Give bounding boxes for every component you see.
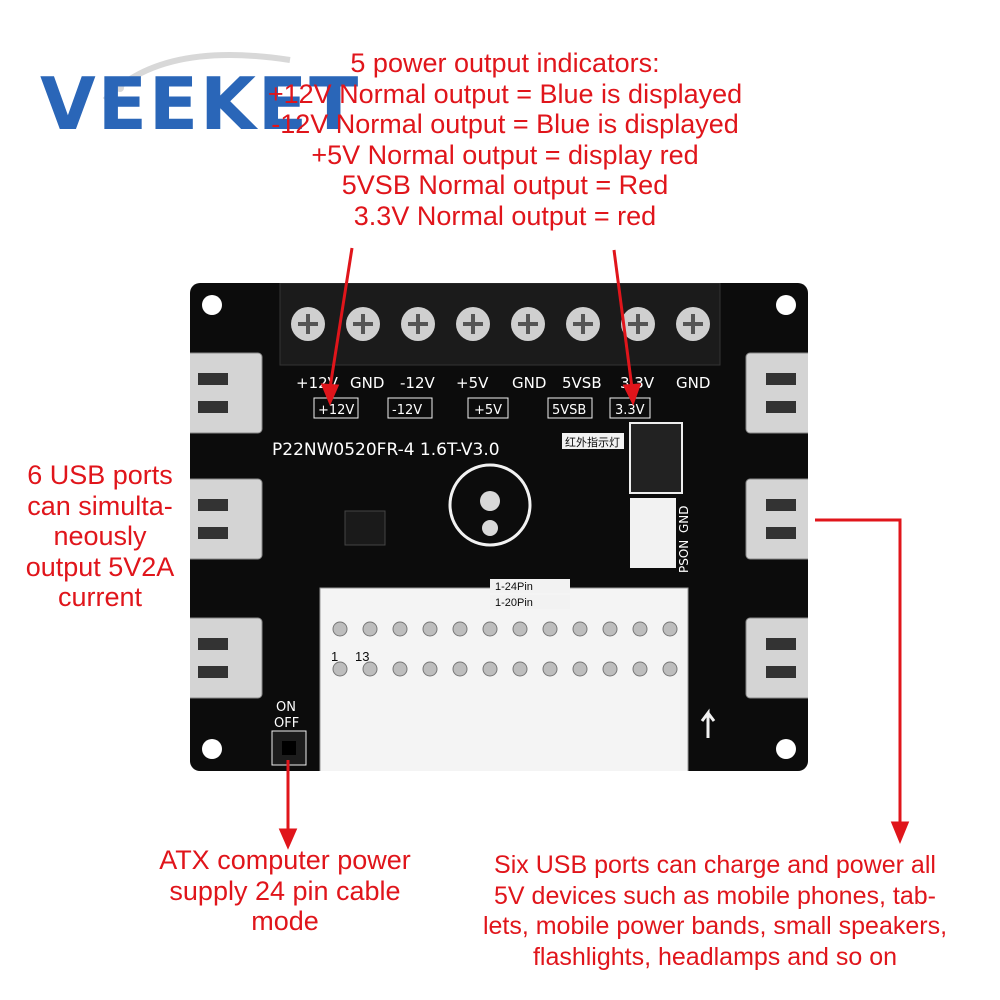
terminal-labels: +12V GND -12V +5V GND 5VSB 3.3V GND: [296, 374, 710, 392]
caption-line: +5V Normal output = display red: [311, 139, 699, 170]
caption-line: supply 24 pin cable: [169, 875, 401, 906]
led-label: +5V: [474, 403, 502, 418]
usb-charge-caption: Six USB ports can charge and power all 5…: [460, 850, 970, 972]
pcb-board: +12V GND -12V +5V GND 5VSB 3.3V GND +12V…: [190, 283, 808, 771]
led-label: -12V: [392, 403, 422, 418]
caption-line: 5V devices such as mobile phones, tab-: [494, 881, 936, 910]
caption-line: flashlights, headlamps and so on: [532, 942, 898, 971]
arrow-12v: [328, 247, 354, 389]
caption-line: neously: [53, 521, 147, 551]
caption-line: 5 power output indicators:: [350, 48, 660, 78]
switch-off-label: OFF: [274, 716, 299, 731]
caption-line: can simulta-: [27, 490, 173, 521]
led-label: 3.3V: [615, 403, 645, 418]
gnd-side-label: GND: [677, 505, 691, 533]
brand-logo: VEEKET: [40, 62, 361, 146]
capacitor: [448, 463, 532, 547]
pin1-label: 1: [331, 649, 338, 664]
led-label: 5VSB: [552, 403, 586, 418]
caption-line: +12V Normal output = Blue is displayed: [267, 78, 743, 109]
mount-hole: [776, 295, 796, 315]
terminal-label: GND: [350, 374, 384, 392]
caption-line: Six USB ports can charge and power all: [494, 851, 936, 879]
caption-line: 5VSB Normal output = Red: [341, 170, 669, 200]
mount-hole: [202, 739, 222, 759]
arrow-usb: [815, 518, 902, 825]
pin13-label: 13: [355, 649, 369, 664]
caption-line: 6 USB ports: [27, 460, 173, 490]
arrow-3v3: [612, 249, 634, 389]
caption-line: current: [57, 582, 143, 612]
mount-hole: [776, 739, 796, 759]
caption-line: mode: [251, 906, 319, 936]
caption-line: lets, mobile power bands, small speakers…: [482, 912, 948, 940]
mount-hole: [202, 295, 222, 315]
terminal-label: -12V: [400, 374, 435, 392]
terminal-label: 5VSB: [562, 374, 602, 392]
power-switch: ON OFF: [271, 700, 307, 766]
caption-line: 3.3V Normal output = red: [353, 200, 657, 231]
ic-chip: [344, 510, 386, 546]
pson-jumper: [630, 498, 676, 568]
up-arrow-icon: [700, 708, 716, 738]
ir-receiver: [629, 422, 683, 494]
terminal-screws: [291, 307, 710, 341]
caption-line: output 5V2A: [25, 551, 175, 582]
pin20-label: 1-20Pin: [495, 597, 533, 609]
led-labels: +12V -12V +5V 5VSB 3.3V: [313, 397, 651, 419]
terminal-label: GND: [676, 374, 710, 392]
usb-ports-caption: 6 USB ports can simulta- neously output …: [10, 460, 190, 613]
model-number: P22NW0520FR-4 1.6T-V3.0: [272, 440, 500, 460]
pson-label: PSON: [677, 540, 691, 573]
indicator-caption: 5 power output indicators: +12V Normal o…: [210, 48, 800, 231]
terminal-block: [279, 283, 721, 366]
logo-swoosh: [102, 52, 291, 103]
terminal-label: +5V: [456, 374, 489, 392]
caption-line: -12V Normal output = Blue is displayed: [271, 109, 739, 139]
switch-on-label: ON: [276, 700, 296, 715]
led-label: +12V: [318, 403, 354, 418]
caption-line: ATX computer power: [159, 845, 411, 875]
pin24-label: 1-24Pin: [495, 581, 533, 593]
ir-indicator-label: 红外指示灯: [565, 435, 620, 449]
terminal-label: GND: [512, 374, 546, 392]
atx-caption: ATX computer power supply 24 pin cable m…: [130, 845, 440, 937]
atx-24pin-connector: 1-24Pin 1-20Pin 1 13: [319, 579, 689, 771]
